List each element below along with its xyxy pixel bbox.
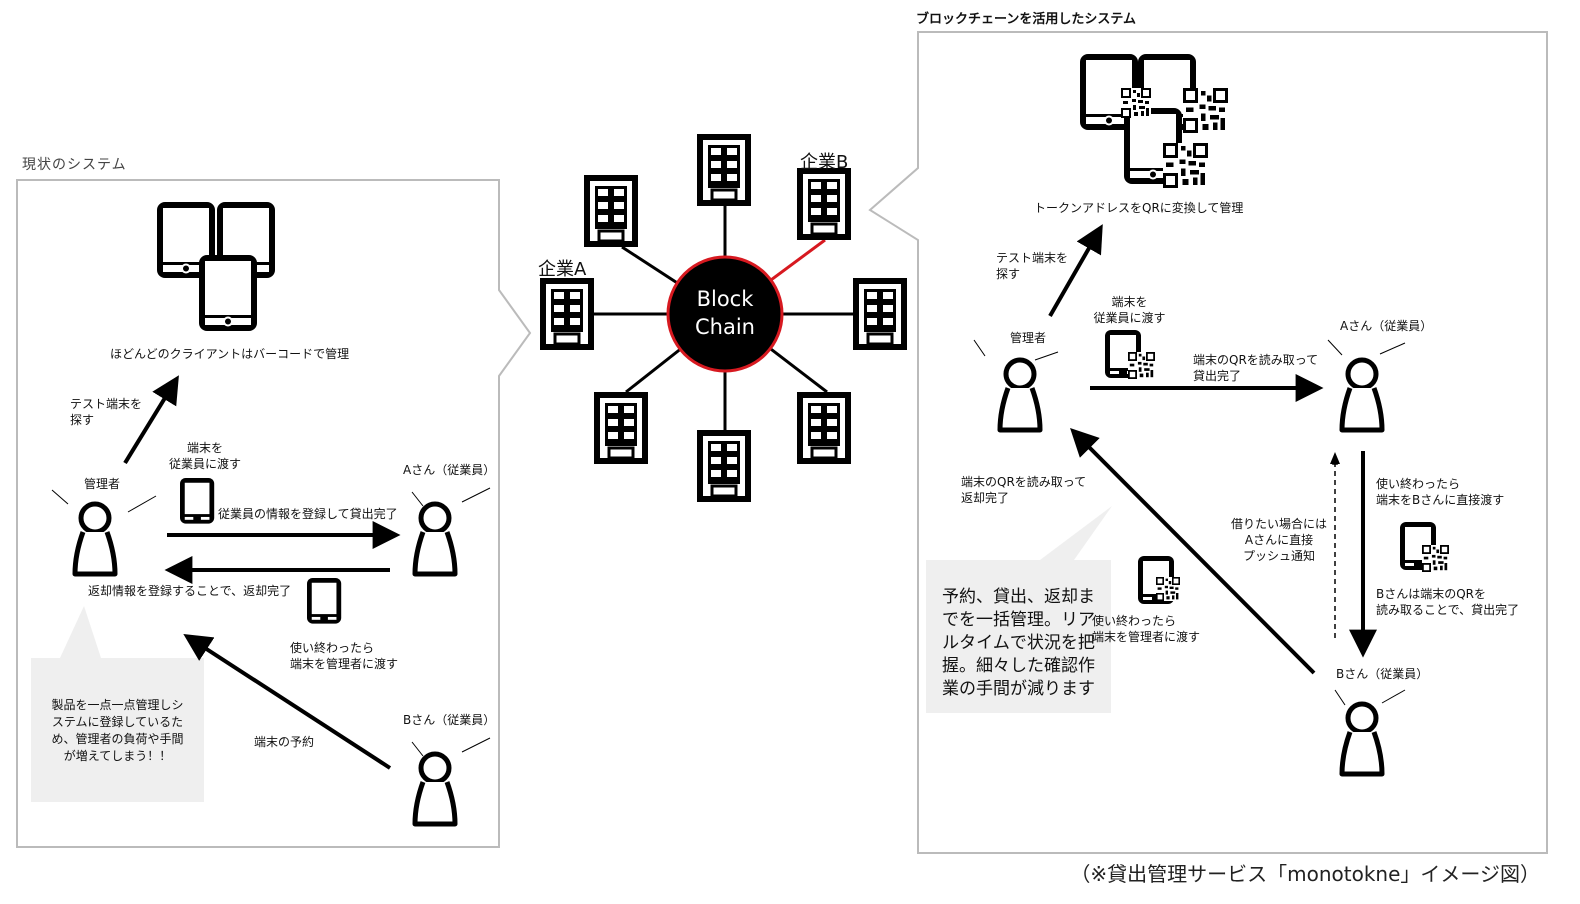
right-handover-label: 端末を 従業員に渡す [1093, 295, 1166, 325]
building-icon [695, 132, 753, 208]
right-devices-caption: トークンアドレスをQRに変換して管理 [1034, 201, 1244, 215]
phone-icon [307, 578, 342, 624]
left-search-label: テスト端末を 探す [70, 397, 143, 427]
right-note-pointer [1040, 506, 1112, 560]
right-panel-frame [868, 31, 1548, 854]
tablet-icon [198, 254, 258, 332]
right-panel-title: ブロックチェーンを活用したシステム [916, 12, 1136, 27]
left-lend-label: 従業員の情報を登録して貸出完了 [218, 507, 398, 521]
qr-code-icon [1181, 86, 1230, 135]
employee-b-person-icon [1342, 704, 1382, 774]
qr-code-icon [1421, 544, 1450, 573]
right-b-lend-label: Bさんは端末のQRを 読み取ることで、貸出完了 [1376, 587, 1520, 617]
right-push-label: 借りたい場合には Aさんに直接 プッシュ通知 [1230, 517, 1327, 563]
right-employee-a-label: Aさん（従業員） [1340, 319, 1433, 333]
left-admin-label: 管理者 [84, 477, 121, 491]
arrow-search-left [123, 375, 179, 465]
left-employee-a-label: Aさん（従業員） [403, 463, 496, 477]
left-give-back-label: 使い終わったら 端末を管理者に渡す [290, 641, 399, 671]
arrow-reserve-left [183, 633, 392, 770]
right-return-label: 端末のQRを読み取って 返却完了 [961, 475, 1087, 505]
left-return-label: 返却情報を登録することで、返却完了 [88, 584, 292, 598]
employee-a-person-icon [415, 504, 455, 574]
left-handover-label: 端末を 従業員に渡す [168, 441, 241, 471]
person-accent-lines [973, 339, 1406, 706]
left-employee-b-label: Bさん（従業員） [403, 713, 496, 727]
right-give-back-label: 使い終わったら 端末を管理者に渡す [1092, 614, 1201, 644]
building-icon [582, 173, 640, 249]
company-b-label: 企業B [800, 152, 849, 173]
right-direct-label: 使い終わったら 端末をBさんに直接渡す [1376, 477, 1505, 507]
person-accent-lines [51, 487, 491, 757]
building-icon [795, 390, 853, 466]
left-reserve-label: 端末の予約 [254, 735, 315, 749]
qr-code-icon [1155, 576, 1181, 602]
right-lend-label: 端末のQRを読み取って 貸出完了 [1193, 353, 1319, 383]
right-note-box [926, 560, 1111, 713]
blockchain-hub [666, 255, 784, 373]
employee-a-person-icon [1342, 360, 1382, 430]
admin-person-icon [1000, 360, 1040, 430]
blockchain-hub-label: Block Chain [695, 287, 755, 339]
building-icon [851, 276, 909, 352]
qr-code-icon [1127, 351, 1156, 380]
right-search-label: テスト端末を 探す [996, 251, 1069, 281]
admin-person-icon [75, 504, 115, 574]
left-note-text: 製品を一点一点管理しシ ステムに登録しているた め、管理者の負荷や手間 が増えて… [51, 698, 184, 763]
building-icon [695, 428, 753, 504]
right-employee-b-label: Bさん（従業員） [1336, 667, 1429, 681]
figure-caption: （※貸出管理サービス「monotokne」イメージ図） [1070, 862, 1540, 886]
right-admin-label: 管理者 [1010, 331, 1047, 345]
left-panel-frame [16, 179, 532, 848]
company-a-building-icon [538, 276, 596, 352]
employee-b-person-icon [415, 754, 455, 824]
company-b-building-icon [795, 166, 853, 242]
arrow-return-right [1070, 428, 1316, 675]
left-panel-title: 現状のシステム [22, 157, 127, 173]
left-note-pointer [60, 606, 101, 658]
company-a-label: 企業A [538, 259, 587, 280]
left-devices-caption: ほどんどのクライアントはバーコードで管理 [110, 347, 350, 361]
phone-icon [180, 478, 215, 524]
left-note-box [31, 658, 204, 802]
building-icon [592, 390, 650, 466]
qr-code-icon [1120, 87, 1152, 119]
qr-code-icon [1161, 141, 1210, 190]
arrow-search-right [1048, 224, 1103, 317]
right-note-text: 予約、貸出、返却ま でを一括管理。リア ルタイムで状況を把 握。細々した確認作 … [942, 587, 1095, 699]
push-arrowhead-icon [1330, 452, 1340, 464]
